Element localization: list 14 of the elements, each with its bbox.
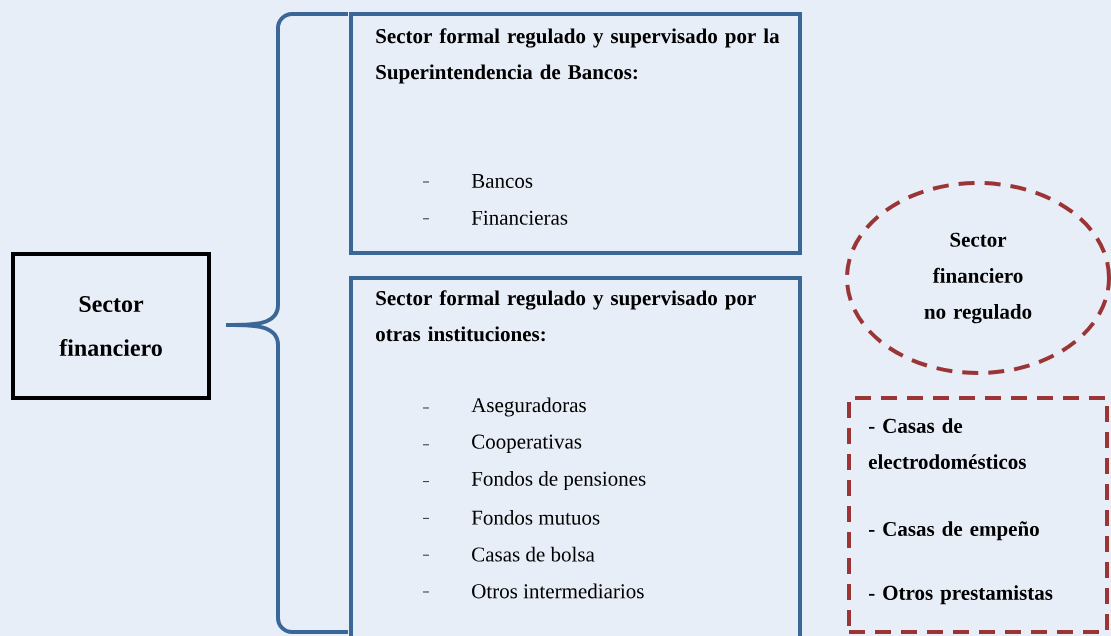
list-item: Fondos mutuos: [471, 510, 600, 525]
list-item: Fondos de pensiones: [471, 471, 646, 491]
list-item: Bancos: [471, 174, 533, 188]
list-item: Otros intermediarios: [472, 583, 644, 599]
heading: Sector formal regulado y supervisado por otras instituciones:: [376, 290, 756, 342]
text-box: Sector financiero: [11, 252, 211, 400]
list-item: - Casas de empeño: [868, 521, 1039, 541]
list-item: Financieras: [471, 210, 568, 225]
list-item: - Otros prestamistas: [868, 585, 1053, 605]
list-item: Casas de bolsa: [472, 546, 595, 562]
list-item: Aseguradoras: [471, 397, 586, 417]
heading: Sector formal regulado y supervisado por la Superintendencia de Bancos:: [376, 28, 780, 84]
list-item: Cooperativas: [472, 434, 582, 453]
list-item: - Casas de electrodomésticos: [868, 418, 1026, 469]
